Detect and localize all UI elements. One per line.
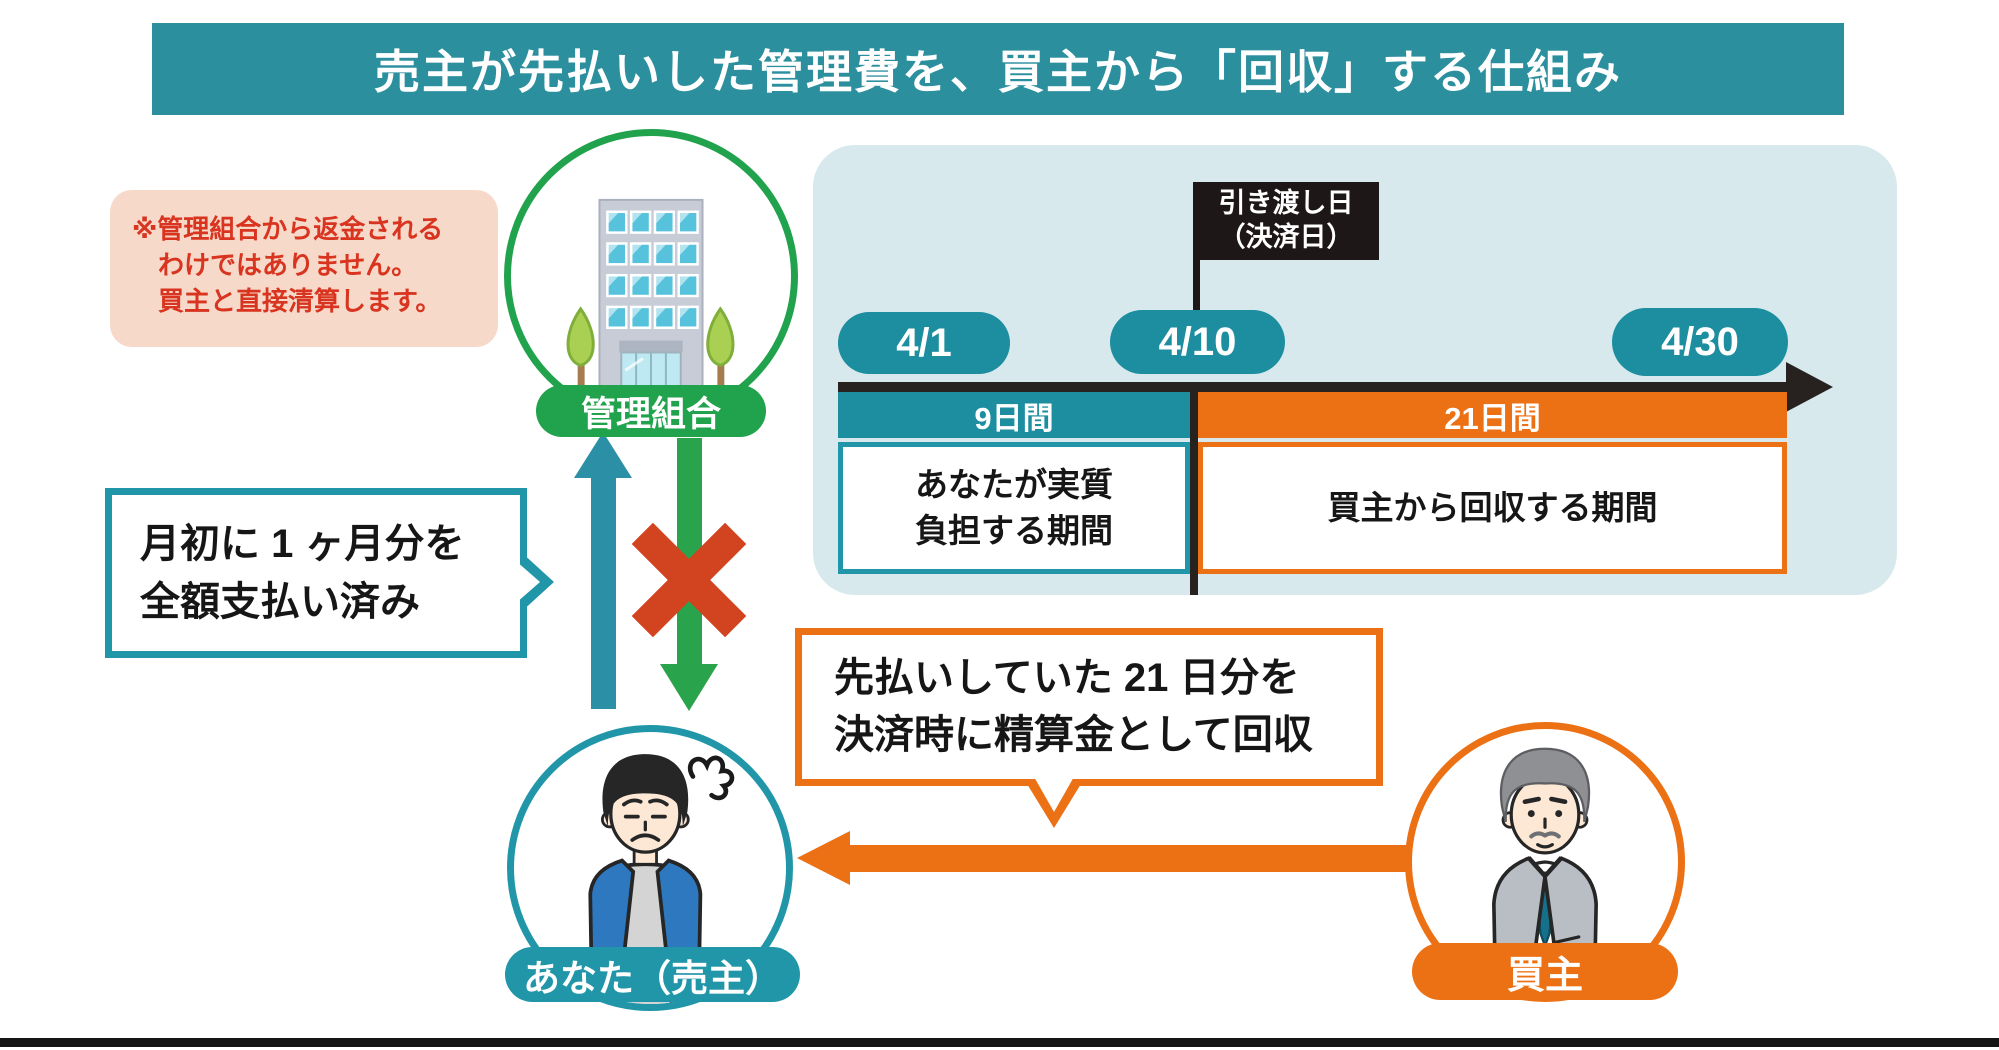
bottom-border [0, 1038, 1999, 1047]
recover-bubble: 先払いしていた 21 日分を 決済時に精算金として回収 [795, 628, 1383, 828]
handover-divider-line [1190, 382, 1198, 595]
management-association-label: 管理組合 [536, 385, 766, 437]
bubble-tail [1033, 775, 1075, 812]
seller-period-text: あなたが実質 [915, 465, 1113, 503]
note-box: ※管理組合から返金される わけではありません。 買主と直接清算します。 [110, 190, 498, 347]
buyer-period-text: 買主から回収する期間 [1327, 488, 1658, 526]
bubble-line: 先払いしていた 21 日分を [834, 656, 1300, 701]
bubble-tail [516, 561, 540, 603]
seller-label: あなた（売主） [505, 947, 800, 1002]
note-line: 買主と直接清算します。 [158, 285, 442, 316]
arrow-left-icon [846, 845, 1406, 872]
bubble-line: 全額支払い済み [140, 580, 420, 624]
note-line: ※管理組合から返金される [132, 214, 444, 244]
date-pill-4-1: 4/1 [838, 312, 1010, 374]
seller-period-text: 負担する期間 [915, 512, 1113, 549]
handover-day-flag: 引き渡し日 （決済日） [1193, 182, 1379, 260]
flag-line: 引き渡し日 [1218, 188, 1354, 219]
seller-period-bar: 9日間 [838, 392, 1190, 438]
arrow-up-icon [591, 474, 616, 709]
arrow-right-icon [1786, 362, 1833, 412]
bubble-line: 決済時に精算金として回収 [834, 713, 1313, 757]
flag-line: （決済日） [1218, 222, 1354, 252]
buyer-period-bar: 21日間 [1198, 392, 1787, 438]
arrow-down-icon [660, 664, 718, 711]
arrow-left-icon [797, 831, 850, 885]
page-title: 売主が先払いした管理費を、買主から「回収」する仕組み [152, 23, 1844, 115]
buyer-period-box: 買主から回収する期間 [1198, 442, 1787, 574]
bubble-line: 月初に 1 ヶ月分を [140, 522, 465, 566]
timeline-axis [838, 382, 1787, 392]
buyer-circle [1405, 722, 1685, 1002]
flag-stem [1193, 260, 1200, 310]
seller-period-box: あなたが実質 負担する期間 [838, 442, 1190, 574]
building-icon [566, 198, 735, 398]
arrow-up-icon [574, 432, 632, 478]
cross-mark-icon [631, 522, 747, 638]
management-association-circle [504, 129, 798, 423]
buyer-label: 買主 [1412, 943, 1678, 1000]
seller-payment-bubble: 月初に 1 ヶ月分を 全額支払い済み [105, 488, 554, 658]
date-pill-4-30: 4/30 [1612, 308, 1788, 376]
note-line: わけではありません。 [158, 249, 418, 280]
date-pill-4-10: 4/10 [1110, 310, 1285, 374]
